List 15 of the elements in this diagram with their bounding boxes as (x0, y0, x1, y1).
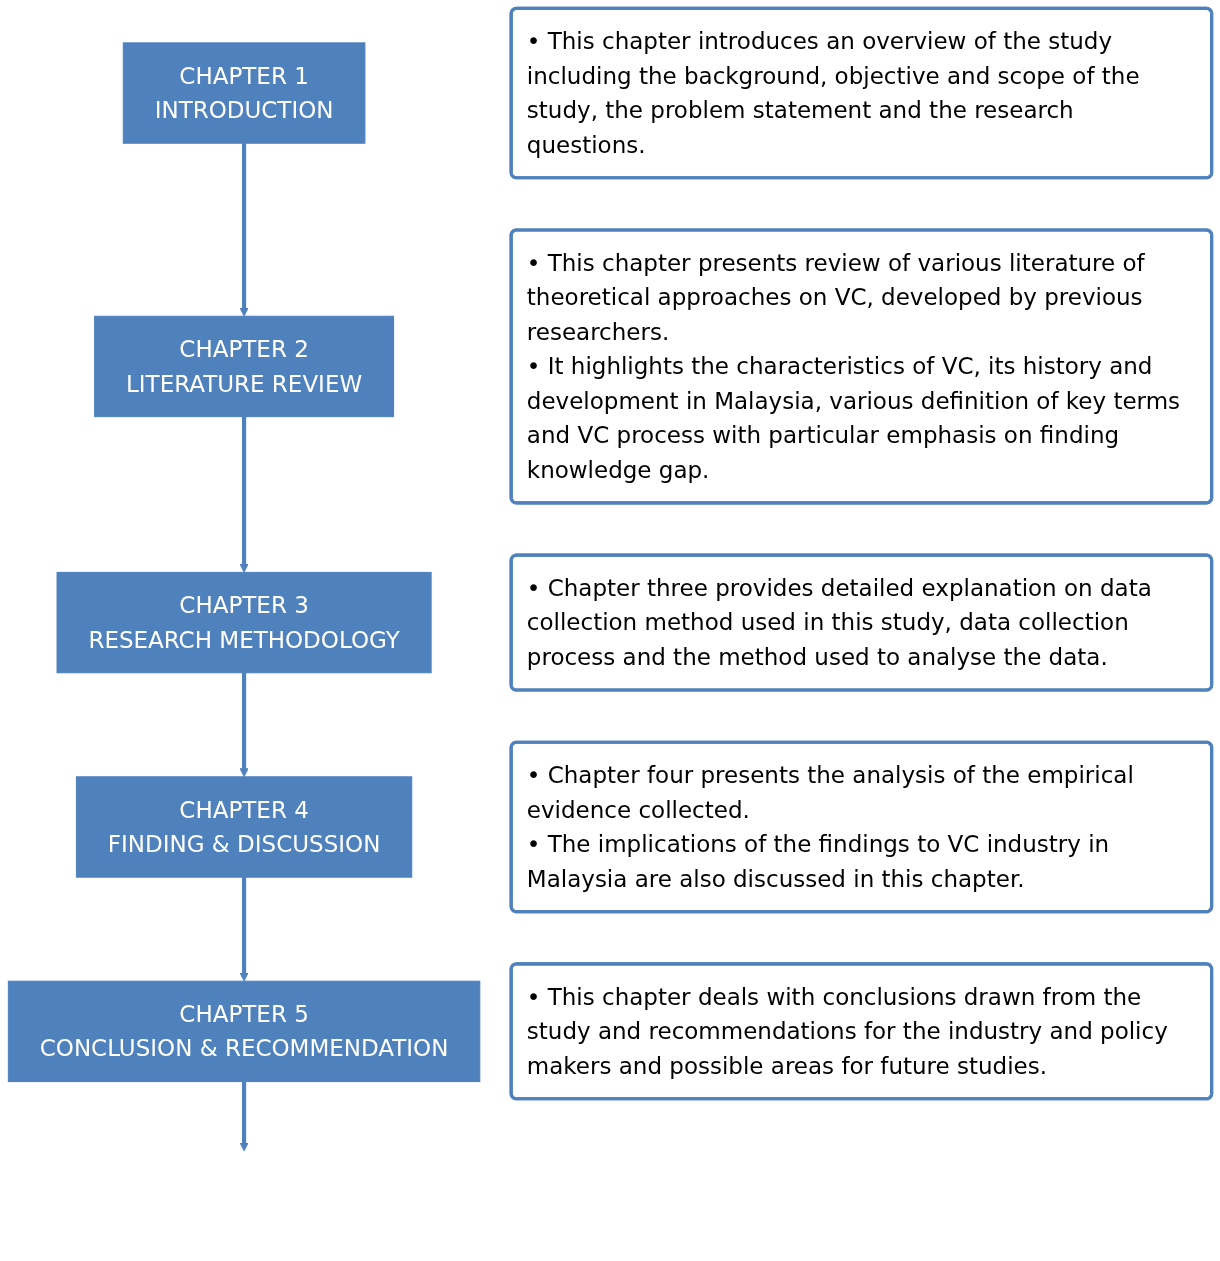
arrow (239, 1081, 249, 1152)
description-box: • Chapter three provides detailed explanation on data collection method used in this study, data collection process and the method used to analyse the data. (509, 553, 1214, 692)
description-box: • This chapter presents review of various literature of theoretical approaches on VC, developed by previous researchers. • It highlights the characteristics of VC, its history and development in Malaysia, various definition of key terms and VC process with particular emphasis on finding knowledge gap. (509, 228, 1214, 505)
arrow (239, 877, 249, 982)
chapter-box: CHAPTER 3 RESEARCH METHODOLOGY (56, 571, 432, 674)
arrow (239, 672, 249, 778)
description-box: • This chapter introduces an overview of the study including the background, objective and scope of the study, the problem statement and the research questions. (509, 6, 1214, 180)
description-box: • Chapter four presents the analysis of the empirical evidence collected. • The implications of the findings to VC industry in Malaysia are also discussed in this chapter. (509, 740, 1214, 914)
chapter-box: CHAPTER 1 INTRODUCTION (122, 42, 366, 144)
arrow (239, 143, 249, 317)
chapter-box: CHAPTER 5 CONCLUSION & RECOMMENDATION (7, 980, 481, 1083)
chapter-box: CHAPTER 2 LITERATURE REVIEW (94, 315, 395, 418)
chapter-box: CHAPTER 4 FINDING & DISCUSSION (75, 776, 413, 878)
arrow (239, 416, 249, 573)
description-box: • This chapter deals with conclusions drawn from the study and recommendations for the industry and policy makers and possible areas for future studies. (509, 962, 1214, 1101)
